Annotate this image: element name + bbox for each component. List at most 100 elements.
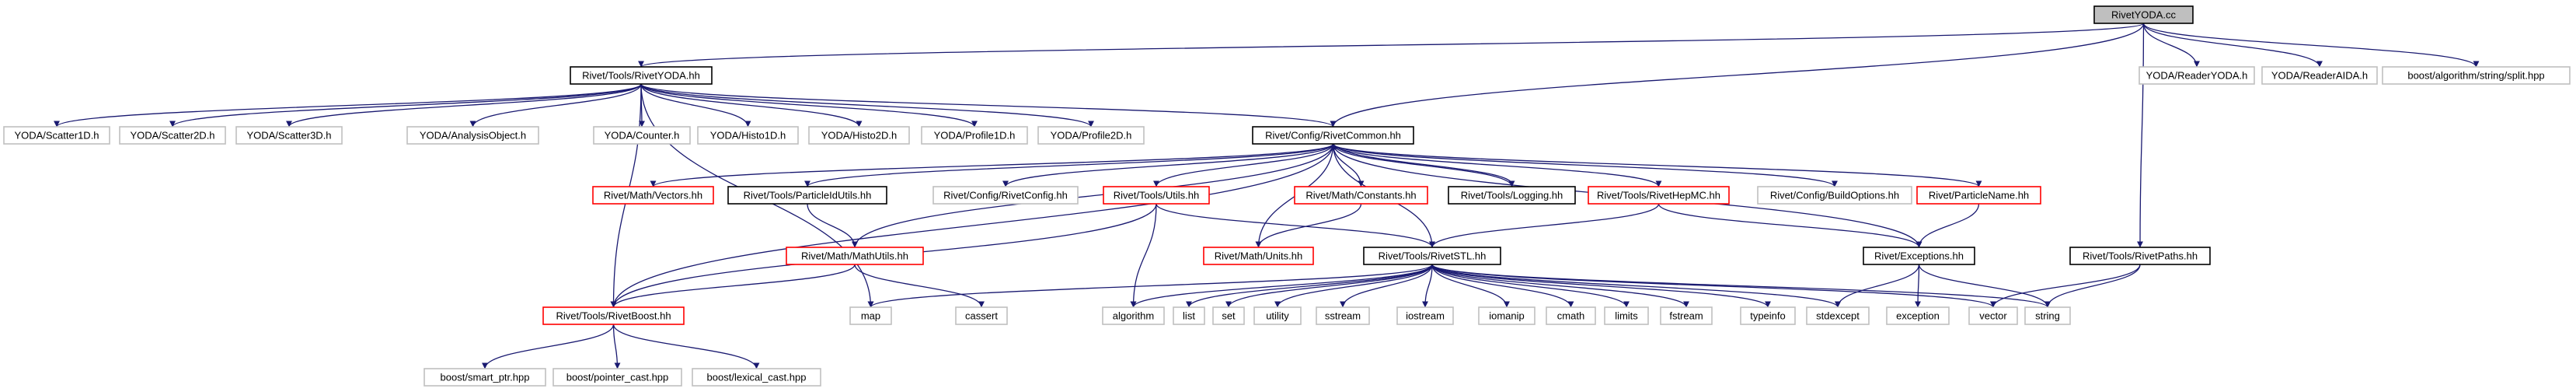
edge-config-rivetcommon-to-tools-particleidutils bbox=[804, 143, 1334, 187]
edge-tools-rivetstl-to-cmath bbox=[1431, 264, 1574, 308]
edge-tools-rivetyoda-hh-to-yoda-histo2d bbox=[640, 83, 863, 128]
node-label: boost/pointer_cast.hpp bbox=[566, 372, 669, 383]
edge-math-mathutils-to-cassert bbox=[854, 264, 985, 308]
edge-rivetyoda-cc-to-yoda-readeraida bbox=[2142, 23, 2323, 68]
edge-config-rivetcommon-to-tools-logging bbox=[1332, 143, 1515, 187]
node-label: boost/algorithm/string/split.hpp bbox=[2407, 70, 2544, 82]
node-label: iomanip bbox=[1489, 310, 1525, 322]
node-boost-lexical-cast: boost/lexical_cast.hpp bbox=[692, 368, 821, 387]
node-box bbox=[1757, 186, 1912, 205]
node-label: Rivet/Config/RivetCommon.hh bbox=[1265, 130, 1401, 142]
node-tools-logging[interactable]: Rivet/Tools/Logging.hh bbox=[1448, 186, 1576, 205]
node-label: YODA/AnalysisObject.h bbox=[420, 130, 526, 142]
node-box bbox=[1316, 306, 1370, 325]
node-label: Rivet/Math/Vectors.hh bbox=[604, 190, 702, 201]
node-math-constants[interactable]: Rivet/Math/Constants.hh bbox=[1294, 186, 1428, 205]
edge-math-mathutils-to-tools-rivetboost bbox=[610, 264, 856, 308]
node-tools-rivetboost[interactable]: Rivet/Tools/RivetBoost.hh bbox=[542, 306, 685, 325]
node-box bbox=[932, 186, 1079, 205]
node-list: list bbox=[1173, 306, 1205, 325]
node-box bbox=[1294, 186, 1428, 205]
node-label: set bbox=[1222, 310, 1236, 322]
node-exception: exception bbox=[1886, 306, 1950, 325]
edge-tools-utils-to-algorithm bbox=[1130, 203, 1157, 308]
edge-particlename-to-exceptions bbox=[1915, 203, 1980, 248]
node-label: stdexcept bbox=[1816, 310, 1860, 322]
edge-tools-rivetboost-to-boost-lexical-cast bbox=[612, 324, 760, 369]
node-label: boost/smart_ptr.hpp bbox=[441, 372, 530, 383]
edge-tools-rivetyoda-hh-to-yoda-scatter3d bbox=[286, 83, 642, 128]
node-label: Rivet/Tools/RivetPaths.hh bbox=[2083, 250, 2198, 262]
edge-tools-rivetyoda-hh-to-yoda-analysisobject bbox=[469, 83, 642, 128]
node-box bbox=[692, 368, 821, 387]
node-box bbox=[1212, 306, 1245, 325]
node-tools-rivetyoda-hh[interactable]: Rivet/Tools/RivetYODA.hh bbox=[570, 66, 713, 85]
node-fstream: fstream bbox=[1660, 306, 1713, 325]
node-typeinfo: typeinfo bbox=[1740, 306, 1796, 325]
node-math-units[interactable]: Rivet/Math/Units.hh bbox=[1203, 247, 1314, 265]
edge-config-rivetcommon-to-math-vectors bbox=[650, 143, 1334, 187]
node-exceptions[interactable]: Rivet/Exceptions.hh bbox=[1863, 247, 1975, 265]
edge-tools-rivetstl-to-vector bbox=[1431, 264, 1996, 308]
node-box bbox=[1253, 306, 1302, 325]
node-label: Rivet/Config/RivetConfig.hh bbox=[943, 190, 1068, 201]
node-box bbox=[1203, 247, 1314, 265]
node-particlename[interactable]: Rivet/ParticleName.hh bbox=[1916, 186, 2041, 205]
edge-tools-rivetpaths-to-string bbox=[2044, 264, 2141, 308]
edge-tools-particleidutils-to-math-mathutils bbox=[807, 203, 858, 248]
edge-tools-rivetstl-to-limits bbox=[1431, 264, 1630, 308]
node-label: YODA/ReaderAIDA.h bbox=[2271, 70, 2368, 82]
node-box bbox=[2139, 66, 2255, 85]
node-tools-rivetpaths[interactable]: Rivet/Tools/RivetPaths.hh bbox=[2069, 247, 2211, 265]
edge-config-rivetcommon-to-particlename bbox=[1332, 143, 1982, 187]
node-box bbox=[1252, 126, 1414, 145]
node-box bbox=[3, 126, 110, 145]
node-string: string bbox=[2024, 306, 2071, 325]
node-label: RivetYODA.cc bbox=[2111, 9, 2177, 21]
node-math-mathutils[interactable]: Rivet/Math/MathUtils.hh bbox=[786, 247, 924, 265]
node-box bbox=[1916, 186, 2041, 205]
node-box bbox=[1863, 247, 1975, 265]
edge-tools-rivetyoda-hh-to-yoda-profile2d bbox=[640, 83, 1094, 128]
node-label: algorithm bbox=[1113, 310, 1154, 322]
node-tools-utils[interactable]: Rivet/Tools/Utils.hh bbox=[1103, 186, 1210, 205]
node-box bbox=[2382, 66, 2571, 85]
node-label: YODA/Profile1D.h bbox=[934, 130, 1016, 142]
edge-tools-rivethepmc-to-exceptions bbox=[1657, 203, 1922, 248]
node-box bbox=[235, 126, 343, 145]
node-label: utility bbox=[1266, 310, 1289, 322]
node-cassert: cassert bbox=[955, 306, 1008, 325]
node-box bbox=[592, 186, 714, 205]
node-label: YODA/Histo1D.h bbox=[710, 130, 786, 142]
node-label: cassert bbox=[965, 310, 998, 322]
node-box bbox=[1740, 306, 1796, 325]
node-box bbox=[2261, 66, 2378, 85]
node-tools-particleidutils[interactable]: Rivet/Tools/ParticleIdUtils.hh bbox=[727, 186, 887, 205]
node-label: list bbox=[1183, 310, 1195, 322]
node-box bbox=[119, 126, 226, 145]
node-label: YODA/Histo2D.h bbox=[821, 130, 898, 142]
node-label: YODA/ReaderYODA.h bbox=[2146, 70, 2248, 82]
node-config-rivetconfig: Rivet/Config/RivetConfig.hh bbox=[932, 186, 1079, 205]
node-box bbox=[955, 306, 1008, 325]
edge-rivetyoda-cc-to-tools-rivetpaths bbox=[2137, 23, 2145, 248]
node-boost-smart-ptr: boost/smart_ptr.hpp bbox=[424, 368, 546, 387]
node-label: sstream bbox=[1325, 310, 1361, 322]
node-yoda-scatter2d: YODA/Scatter2D.h bbox=[119, 126, 226, 145]
node-label: Rivet/Math/Constants.hh bbox=[1305, 190, 1416, 201]
edge-tools-rivetyoda-hh-to-yoda-scatter1d bbox=[54, 83, 642, 128]
node-stdexcept: stdexcept bbox=[1806, 306, 1870, 325]
node-tools-rivethepmc[interactable]: Rivet/Tools/RivetHepMC.hh bbox=[1588, 186, 1730, 205]
node-box bbox=[1968, 306, 2018, 325]
edge-tools-rivetyoda-hh-to-config-rivetcommon bbox=[640, 83, 1337, 128]
node-box bbox=[921, 126, 1028, 145]
node-rivetyoda-cc[interactable]: RivetYODA.cc bbox=[2093, 5, 2194, 24]
node-label: vector bbox=[1979, 310, 2007, 322]
node-config-rivetcommon[interactable]: Rivet/Config/RivetCommon.hh bbox=[1252, 126, 1414, 145]
node-label: Rivet/Tools/Utils.hh bbox=[1114, 190, 1200, 201]
node-label: limits bbox=[1615, 310, 1638, 322]
node-tools-rivetstl[interactable]: Rivet/Tools/RivetSTL.hh bbox=[1363, 247, 1501, 265]
node-label: Rivet/Tools/Logging.hh bbox=[1461, 190, 1563, 201]
node-math-vectors[interactable]: Rivet/Math/Vectors.hh bbox=[592, 186, 714, 205]
